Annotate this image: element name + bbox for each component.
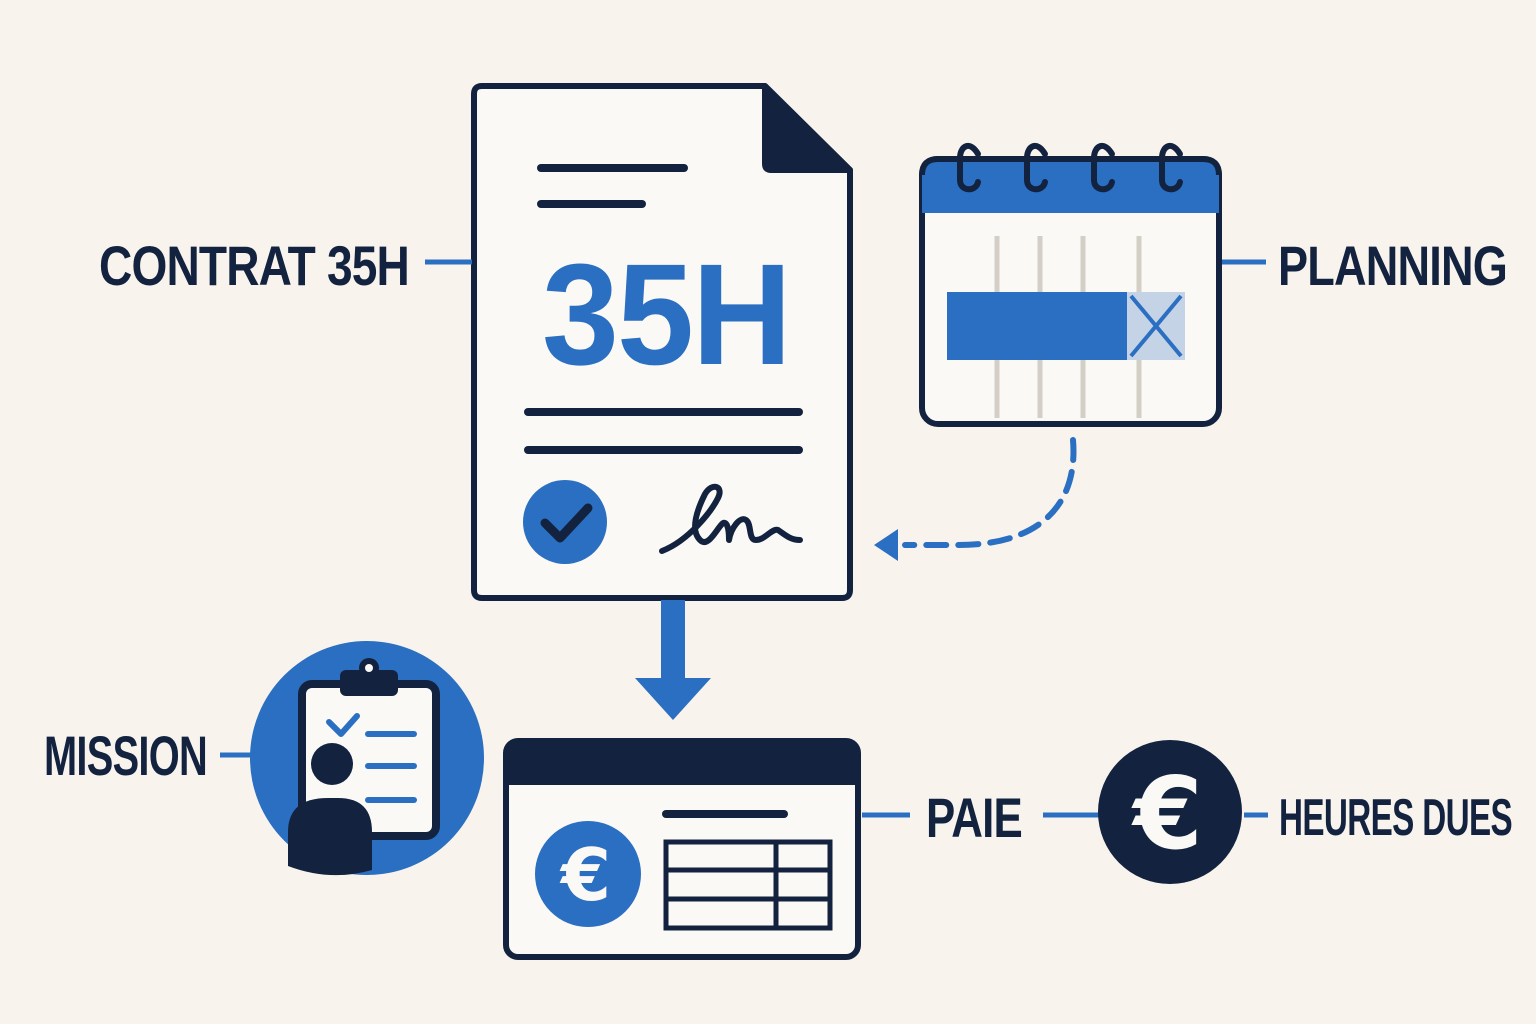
planning-label: PLANNING: [1278, 234, 1507, 297]
hours-due-euro-glyph: €: [1131, 755, 1203, 872]
calendar-day-cancelled-icon: [1127, 292, 1185, 360]
mission-label: MISSION: [44, 724, 207, 787]
payroll-label: PAIE: [926, 786, 1022, 849]
hours-due-euro-icon: €: [1098, 740, 1242, 884]
planning-to-contract-arrow: [874, 437, 1077, 561]
mission-icon: [250, 641, 484, 876]
payslip-table: [663, 839, 833, 931]
calendar-day-filled: [1037, 292, 1087, 360]
binder-rings: [957, 142, 1183, 193]
payslip-euro-icon: €: [559, 833, 611, 917]
contract-document: 35H: [471, 83, 853, 601]
calendar-day-filled: [992, 292, 1042, 360]
contract-hours-text: 35H: [542, 234, 790, 395]
payslip-icon: €: [503, 738, 861, 960]
contract-to-payroll-arrow: [635, 600, 711, 720]
planning-calendar-icon: [919, 142, 1222, 427]
task-check-icon: [326, 713, 360, 737]
calendar-day-filled: [947, 292, 997, 360]
contract-label: CONTRAT 35H: [99, 234, 409, 297]
calendar-day-filled: [1082, 292, 1132, 360]
hours-due-label: HEURES DUES: [1279, 789, 1512, 847]
folded-corner: [762, 83, 853, 173]
approved-check-icon: [523, 480, 607, 564]
calendar-day-blocks: [947, 292, 1185, 360]
signature-icon: [659, 483, 803, 554]
person-icon: [311, 743, 353, 785]
